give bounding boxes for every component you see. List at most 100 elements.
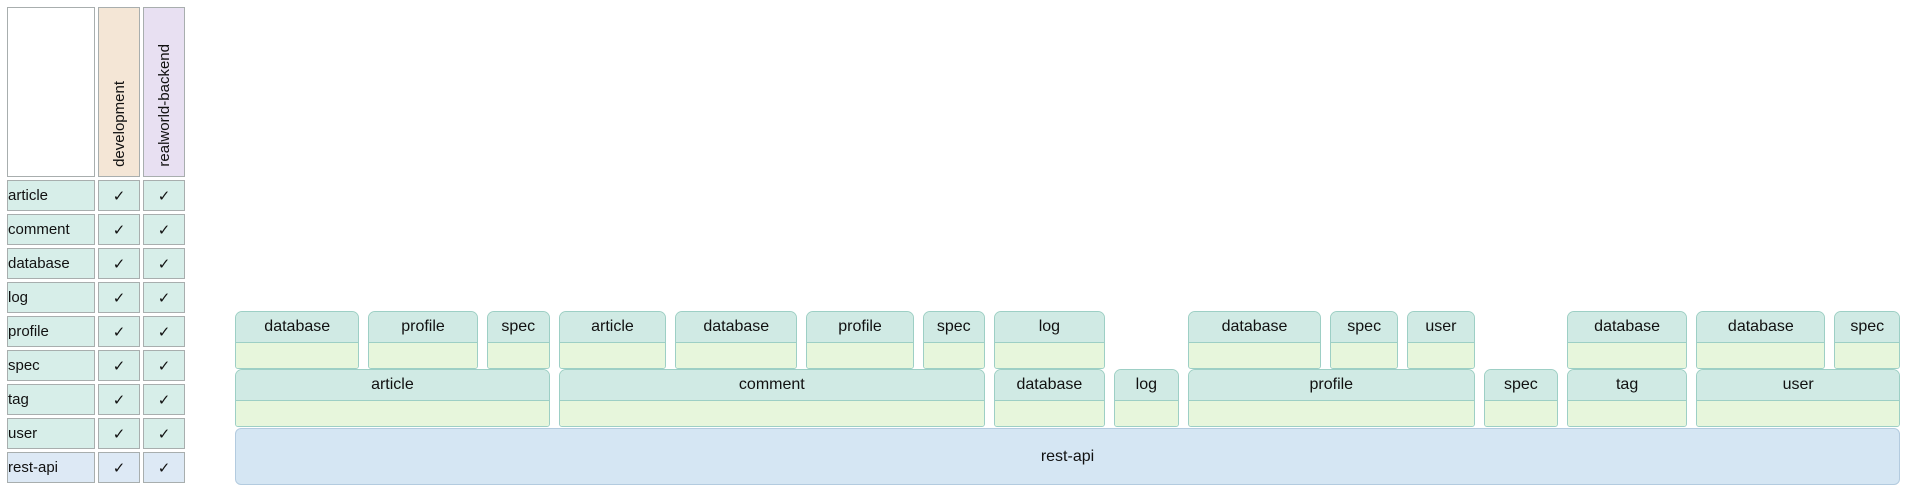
matrix-row-profile: profile✓✓ [7, 316, 185, 347]
dep-block-comment-database-body [676, 343, 797, 368]
module-block-profile: profile [1187, 369, 1475, 427]
matrix-row-log: log✓✓ [7, 282, 185, 313]
dep-block-user-spec-body [1835, 343, 1899, 368]
module-block-article: article [235, 369, 550, 427]
dep-block-article-profile-label: profile [369, 312, 477, 343]
dep-block-profile-user-body [1408, 343, 1474, 368]
matrix-column-development: development [98, 7, 140, 177]
dep-block-comment-profile-body [807, 343, 913, 368]
row-label-rest-api: rest-api [7, 452, 95, 483]
dep-block-article-spec: spec [486, 311, 550, 369]
module-block-user: user [1696, 369, 1900, 427]
module-block-comment-label: comment [559, 370, 984, 401]
check-article-development: ✓ [98, 180, 140, 211]
dep-block-profile-database: database [1187, 311, 1322, 369]
row-label-spec: spec [7, 350, 95, 381]
module-block-database-body [994, 401, 1104, 426]
module-block-comment: comment [558, 369, 985, 427]
dep-block-user-spec-label: spec [1835, 312, 1899, 343]
matrix-column-realworld-backend: realworld-backend [143, 7, 185, 177]
dep-block-profile-user-label: user [1408, 312, 1474, 343]
dep-block-comment-spec: spec [922, 311, 985, 369]
module-block-log-label: log [1114, 370, 1178, 401]
row-label-tag: tag [7, 384, 95, 415]
dep-block-comment-spec-label: spec [923, 312, 984, 343]
check-comment-realworld-backend: ✓ [143, 214, 185, 245]
matrix-row-comment: comment✓✓ [7, 214, 185, 245]
module-column-database: log database [993, 311, 1105, 427]
module-block-spec-label: spec [1484, 370, 1557, 401]
matrix-header-row: development realworld-backend [7, 7, 185, 177]
rest-api-bar: rest-api [235, 428, 1900, 485]
module-block-spec-body [1484, 401, 1557, 426]
rest-api-bar-label: rest-api [1040, 447, 1095, 465]
module-block-log-body [1114, 401, 1178, 426]
matrix-row-tag: tag✓✓ [7, 384, 185, 415]
project-brick-matrix: development realworld-backend article✓✓c… [4, 4, 188, 486]
row-label-comment: comment [7, 214, 95, 245]
module-block-database: database [993, 369, 1105, 427]
matrix-row-rest-api: rest-api✓✓ [7, 452, 185, 483]
check-rest-api-realworld-backend: ✓ [143, 452, 185, 483]
matrix-row-user: user✓✓ [7, 418, 185, 449]
deps-row-user: database spec [1696, 311, 1900, 369]
check-profile-realworld-backend: ✓ [143, 316, 185, 347]
module-column-log: log [1113, 311, 1179, 427]
dep-block-comment-article: article [558, 311, 667, 369]
row-label-article: article [7, 180, 95, 211]
check-article-realworld-backend: ✓ [143, 180, 185, 211]
dep-block-user-database-body [1697, 343, 1825, 368]
matrix-row-spec: spec✓✓ [7, 350, 185, 381]
check-log-realworld-backend: ✓ [143, 282, 185, 313]
dep-block-article-profile-body [369, 343, 477, 368]
check-database-development: ✓ [98, 248, 140, 279]
check-profile-development: ✓ [98, 316, 140, 347]
deps-row-spec [1484, 311, 1558, 369]
dep-block-comment-database-label: database [676, 312, 797, 343]
module-column-tag: database tag [1566, 311, 1688, 427]
dep-block-tag-database-body [1567, 343, 1687, 368]
dep-block-article-database: database [235, 311, 360, 369]
dep-block-profile-database-label: database [1188, 312, 1321, 343]
check-user-development: ✓ [98, 418, 140, 449]
check-tag-development: ✓ [98, 384, 140, 415]
check-rest-api-development: ✓ [98, 452, 140, 483]
module-block-tag-body [1567, 401, 1687, 426]
deps-row-tag: database [1566, 311, 1688, 369]
module-block-article-label: article [236, 370, 549, 401]
module-block-comment-body [559, 401, 984, 426]
check-log-development: ✓ [98, 282, 140, 313]
module-block-database-label: database [994, 370, 1104, 401]
dep-block-article-spec-label: spec [487, 312, 549, 343]
dep-block-profile-database-body [1188, 343, 1321, 368]
check-database-realworld-backend: ✓ [143, 248, 185, 279]
matrix-corner-cell [7, 7, 95, 177]
check-tag-realworld-backend: ✓ [143, 384, 185, 415]
matrix-row-database: database✓✓ [7, 248, 185, 279]
matrix-row-article: article✓✓ [7, 180, 185, 211]
dep-block-article-database-body [236, 343, 359, 368]
dep-block-database-log: log [993, 311, 1105, 369]
check-user-realworld-backend: ✓ [143, 418, 185, 449]
dep-block-comment-database: database [675, 311, 798, 369]
check-comment-development: ✓ [98, 214, 140, 245]
dep-block-tag-database-label: database [1567, 312, 1687, 343]
dep-block-database-log-label: log [994, 312, 1104, 343]
dep-block-user-database: database [1696, 311, 1826, 369]
module-block-tag-label: tag [1567, 370, 1687, 401]
row-label-profile: profile [7, 316, 95, 347]
module-block-profile-body [1188, 401, 1474, 426]
deps-row-database: log [993, 311, 1105, 369]
dep-block-tag-database: database [1566, 311, 1688, 369]
check-spec-development: ✓ [98, 350, 140, 381]
dep-block-article-profile: profile [368, 311, 478, 369]
deps-row-article: database profile spec [235, 311, 550, 369]
deps-row-log [1114, 311, 1179, 369]
dep-block-user-database-label: database [1697, 312, 1825, 343]
module-block-profile-label: profile [1188, 370, 1474, 401]
